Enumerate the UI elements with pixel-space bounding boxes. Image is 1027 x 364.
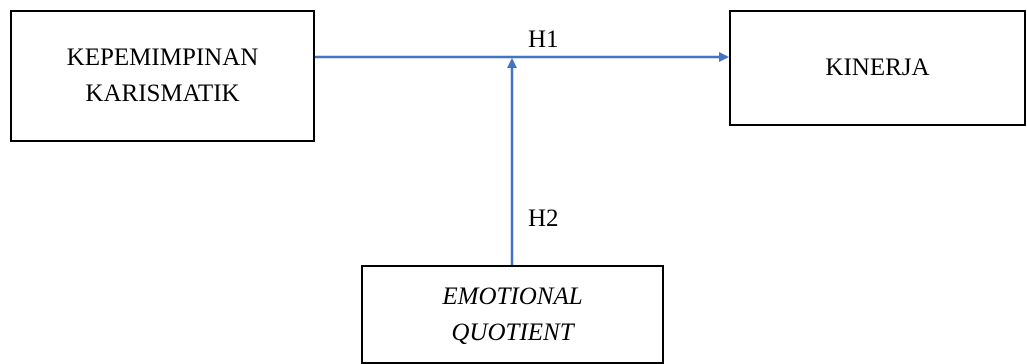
- node-charismatic-leadership-line2: KARISMATIK: [85, 80, 240, 107]
- node-performance-label: KINERJA: [825, 54, 930, 81]
- node-emotional-quotient: EMOTIONAL QUOTIENT: [361, 265, 664, 364]
- node-emotional-quotient-line1: EMOTIONAL: [442, 282, 583, 310]
- node-charismatic-leadership-line1: KEPEMIMPINAN: [66, 44, 259, 71]
- hypothesis-h2-label: H2: [528, 205, 559, 232]
- hypothesis-h1-label: H1: [528, 26, 559, 53]
- node-performance: KINERJA: [729, 10, 1026, 126]
- node-emotional-quotient-line2: QUOTIENT: [451, 318, 574, 346]
- node-charismatic-leadership: KEPEMIMPINAN KARISMATIK: [10, 10, 315, 142]
